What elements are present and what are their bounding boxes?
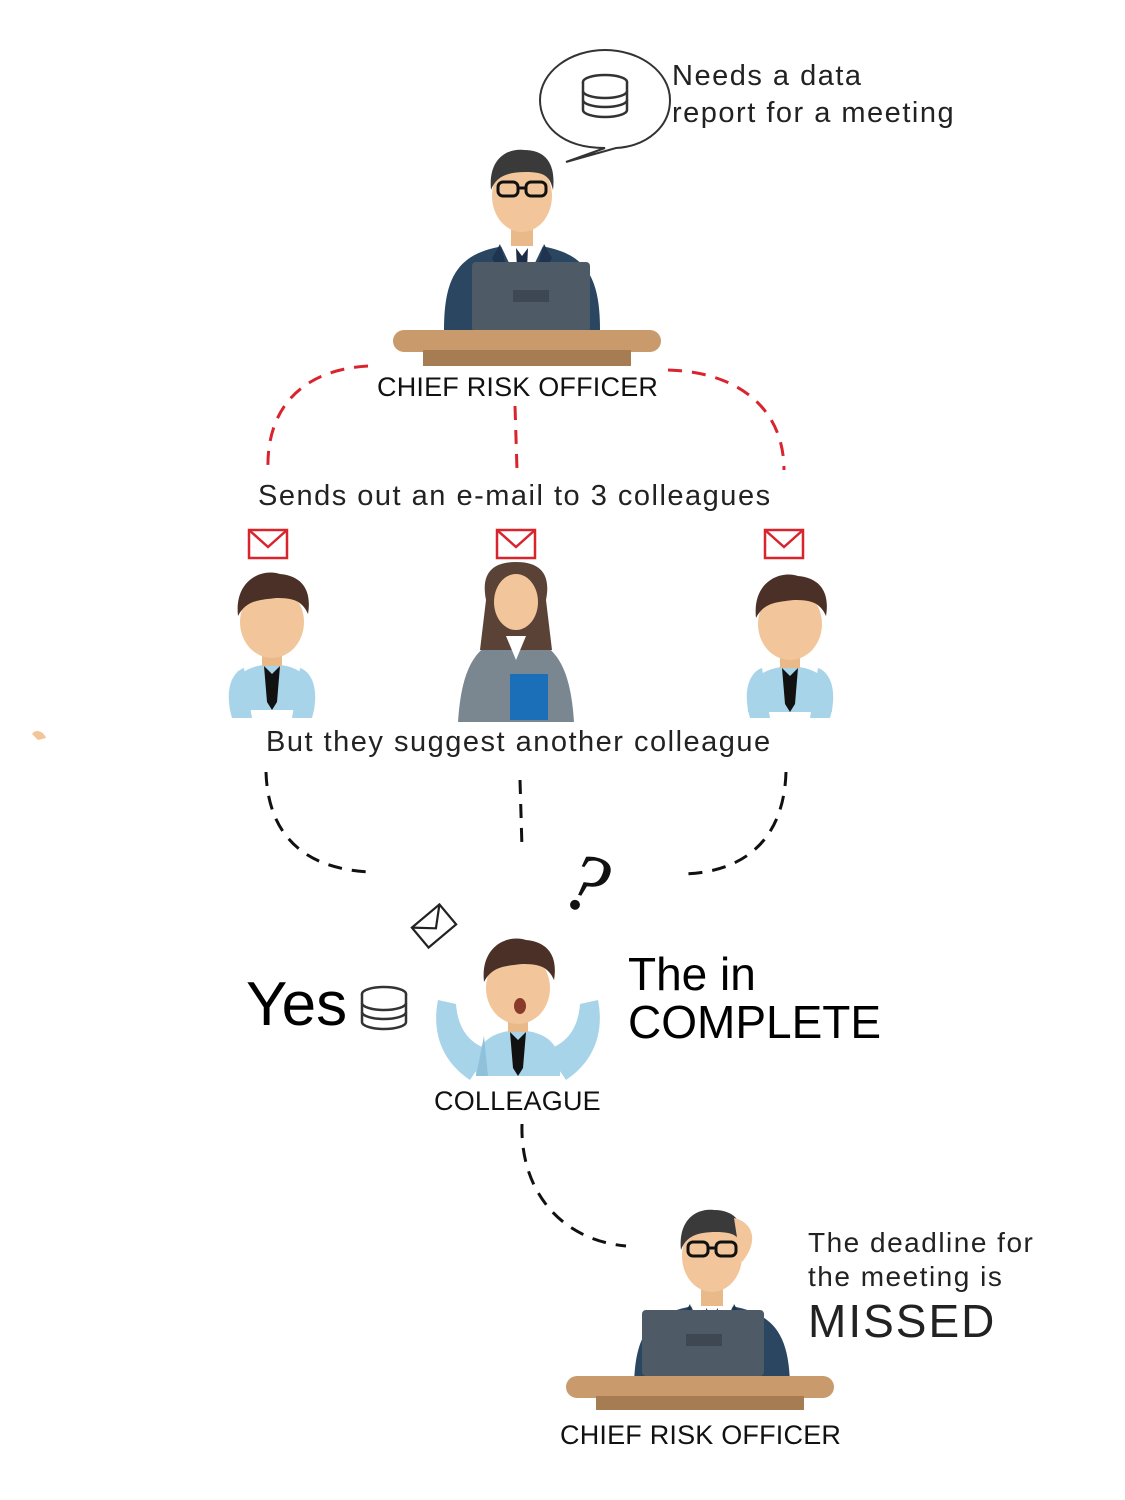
chief-risk-officer-top-figure [393, 148, 661, 366]
thought-bubble [538, 48, 672, 163]
incomplete-text: The in COMPLETE [628, 950, 881, 1046]
yes-text: Yes [246, 970, 348, 1039]
thought-line-1: Needs a data [672, 60, 863, 92]
missed-line-2: the meeting is [808, 1261, 1004, 1292]
colleague-label: COLLEAGUE [434, 1086, 601, 1116]
incomplete-line-1: The in [628, 948, 756, 1000]
question-mark: ? [551, 833, 620, 934]
step-suggest-text: But they suggest another colleague [266, 726, 772, 758]
thought-text: Needs a data report for a meeting [672, 58, 955, 132]
colleague-right-figure [746, 574, 834, 718]
database-icon [581, 73, 629, 119]
black-dashed-connectors [264, 771, 788, 1248]
chief-risk-officer-bottom-figure [566, 1208, 834, 1410]
database-icon [360, 985, 408, 1031]
incomplete-line-2: COMPLETE [628, 996, 882, 1048]
missed-deadline-text: The deadline for the meeting is MISSED [808, 1226, 1034, 1348]
chief-risk-officer-top-label: CHIEF RISK OFFICER [377, 372, 659, 402]
colleague-center-figure [436, 938, 600, 1080]
red-dashed-connectors [266, 364, 786, 471]
thought-line-2: report for a meeting [672, 97, 956, 129]
missed-line-1: The deadline for [808, 1227, 1035, 1258]
envelope-icon [247, 528, 289, 560]
envelope-icon [410, 902, 458, 950]
colleague-left-figure [228, 572, 316, 718]
colleague-middle-figure [458, 562, 574, 722]
missed-word: MISSED [808, 1295, 997, 1347]
hand-fragment [32, 731, 46, 740]
envelope-icon [763, 528, 805, 560]
envelope-icon [495, 528, 537, 560]
chief-risk-officer-bottom-label: CHIEF RISK OFFICER [560, 1420, 842, 1450]
step-email-text: Sends out an e-mail to 3 colleagues [258, 480, 772, 512]
